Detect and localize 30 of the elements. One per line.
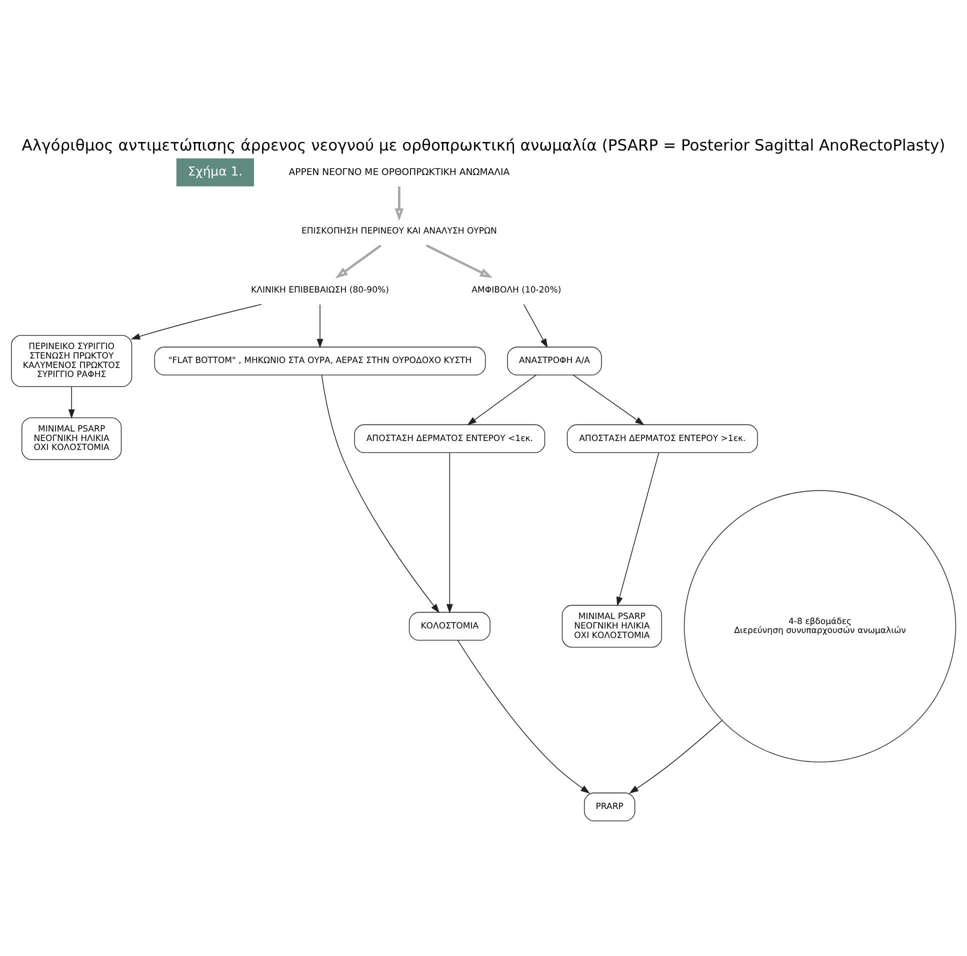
diagram-title: Αλγόριθμος αντιμετώπισης άρρενος νεογνού με ορθοπρωκτική ανωμαλία (PSARP = Posterior Sagittal AnoRectoPlasty) — [22, 136, 946, 155]
arrow — [467, 374, 537, 426]
node-text: ΑΜΦΙΒΟΛΗ (10-20%) — [472, 286, 562, 296]
node-text: ΕΠΙΣΚΟΠΗΣΗ ΠΕΡΙΝΕΟΥ ΚΑΙ ΑΝΑΛΥΣΗ ΟΥΡΩΝ — [301, 226, 497, 237]
arrow — [446, 452, 453, 614]
arrow — [394, 186, 404, 221]
node-box: PRARP — [584, 792, 636, 822]
node-box: ΚΟΛΟΣΤΟΜΙΑ — [408, 612, 490, 641]
arrow — [457, 640, 590, 794]
node-box: ΑΠΟΣΤΑΣΗ ΔΕΡΜΑΤΟΣ ΕΝΤΕΡΟΥ <1εκ. — [354, 424, 546, 454]
node-box: MINIMAL PSARP ΝΕΟΓΝΙΚΗ ΗΛΙΚΙΑ ΟΧΙ ΚΟΛΟΣΤΟΜΙΑ — [562, 604, 662, 648]
arrow — [321, 374, 440, 614]
node-box: ΑΝΑΣΤΡΟΦΗ Α/Α — [507, 346, 602, 376]
arrow — [572, 374, 644, 426]
node-box: "FLAT BOTTOM" , ΜΗΚΩΝΙΟ ΣΤΑ ΟΥΡΑ, ΑΕΡΑΣ ΣΤΗΝ ΟΥΡΟΔΟΧΟ ΚΥΣΤΗ — [154, 346, 486, 376]
arrow — [616, 452, 660, 606]
arrow — [426, 244, 493, 278]
node-text: ΚΛΙΝΙΚΗ ΕΠΙΒΕΒΑΙΩΣΗ (80-90%) — [251, 286, 389, 296]
arrow — [523, 304, 548, 348]
arrow — [316, 304, 324, 348]
arrow — [335, 244, 382, 278]
node-box: ΑΠΟΣΤΑΣΗ ΔΕΡΜΑΤΟΣ ΕΝΤΕΡΟΥ >1εκ. — [566, 424, 758, 454]
arrow — [130, 304, 262, 340]
node-circle: 4-8 εβδομάδες Διερεύνηση συνυπαρχουσών ανωμαλιών — [684, 490, 956, 762]
node-text: ΑΡΡΕΝ ΝΕΟΓΝΟ ΜΕ ΟΡΘΟΠΡΩΚΤΙΚΗ ΑΝΩΜΑΛΙΑ — [288, 166, 510, 178]
arrow — [68, 386, 75, 419]
node-box: ΠΕΡΙΝΕΙΚΟ ΣΥΡΙΓΓΙΟ ΣΤΕΝΩΣΗ ΠΡΩΚΤΟΥ ΚΑΛΥΜΕΝΟΣ ΠΡΩΚΤΟΣ ΣΥΡΙΓΓΙΟ ΡΑΦΗΣ — [11, 335, 132, 388]
arrow — [629, 720, 723, 794]
node-box: MINIMAL PSARP ΝΕΟΓΝΙΚΗ ΗΛΙΚΙΑ ΟΧΙ ΚΟΛΟΣΤΟΜΙΑ — [21, 417, 122, 460]
label: Σχήμα 1. — [188, 163, 243, 178]
